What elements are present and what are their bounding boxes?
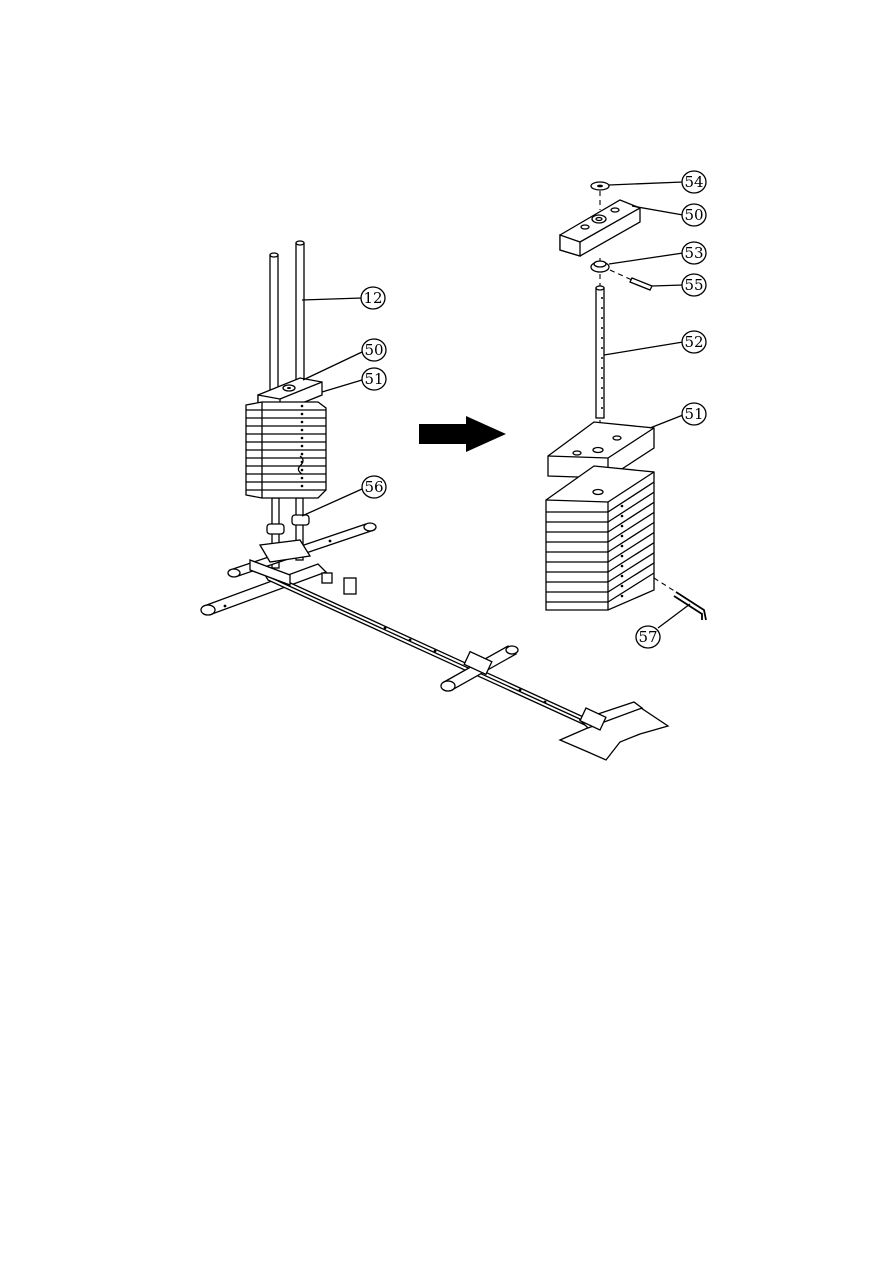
pin-55 bbox=[610, 270, 652, 290]
plate-hole bbox=[301, 429, 304, 432]
plate-hole bbox=[301, 413, 304, 416]
right-arrow-icon bbox=[419, 416, 506, 452]
rod-hole bbox=[601, 397, 603, 399]
rod-hole bbox=[601, 377, 603, 379]
selector-pin-57 bbox=[654, 578, 706, 620]
plate-hole bbox=[621, 585, 624, 588]
weight-stack-right bbox=[546, 466, 654, 610]
rod-hole bbox=[601, 337, 603, 339]
callout-12: 12 bbox=[363, 289, 382, 307]
plate-hole bbox=[621, 595, 624, 598]
rod-hole bbox=[601, 307, 603, 309]
bushing-53 bbox=[591, 261, 609, 272]
plate-hole bbox=[301, 421, 304, 424]
plate-hole bbox=[301, 477, 304, 480]
callout-56: 56 bbox=[364, 478, 383, 496]
callout-50-right: 50 bbox=[684, 206, 703, 224]
plate-hole bbox=[621, 565, 624, 568]
plate-hole bbox=[301, 453, 304, 456]
callout-57: 57 bbox=[638, 628, 657, 646]
rod-hole bbox=[601, 297, 603, 299]
callout-55: 55 bbox=[684, 276, 703, 294]
callout-53: 53 bbox=[684, 244, 703, 262]
rod-hole bbox=[601, 367, 603, 369]
weight-stack-left bbox=[246, 402, 326, 498]
selector-rod-52 bbox=[596, 286, 604, 418]
rod-hole bbox=[601, 357, 603, 359]
callout-51-left: 51 bbox=[364, 370, 383, 388]
plate-hole bbox=[301, 405, 304, 408]
plate-hole bbox=[621, 575, 624, 578]
callout-50-left: 50 bbox=[364, 341, 383, 359]
plate-hole bbox=[621, 545, 624, 548]
plate-hole bbox=[621, 525, 624, 528]
top-plate-right bbox=[560, 200, 640, 256]
plate-hole bbox=[621, 515, 624, 518]
washer-54 bbox=[591, 182, 609, 190]
callout-52: 52 bbox=[684, 333, 703, 351]
rod-hole bbox=[601, 387, 603, 389]
rod-hole bbox=[601, 327, 603, 329]
plate-hole bbox=[301, 485, 304, 488]
plate-hole bbox=[301, 437, 304, 440]
plate-hole bbox=[621, 555, 624, 558]
callout-54: 54 bbox=[684, 173, 703, 191]
rod-hole bbox=[601, 347, 603, 349]
plate-hole bbox=[621, 535, 624, 538]
plate-hole bbox=[301, 445, 304, 448]
rod-hole bbox=[601, 407, 603, 409]
rod-hole bbox=[601, 317, 603, 319]
callout-51-right: 51 bbox=[684, 405, 703, 423]
right-assembly bbox=[546, 182, 706, 620]
plate-hole bbox=[301, 469, 304, 472]
plate-hole bbox=[621, 505, 624, 508]
